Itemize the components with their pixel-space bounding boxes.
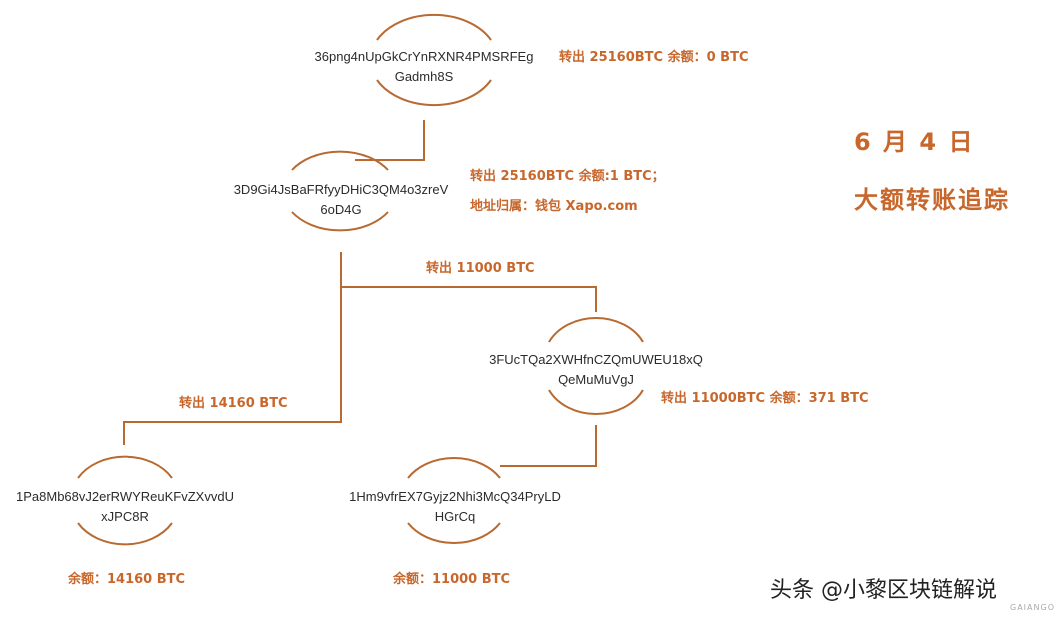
node-2-address-line1: 3D9Gi4JsBaFRfyyDHiC3QM4o3zreV — [233, 182, 449, 197]
watermark-small: GAIANGO — [1010, 603, 1055, 612]
node-1-address: 36png4nUpGkCrYnRXNR4PMSRFEg Gadmh8S — [284, 47, 564, 87]
node-4-bottom-arc — [77, 522, 173, 546]
node-4-address-line1: 1Pa8Mb68vJ2erRWYReuKFvZXvvdU — [16, 489, 234, 504]
node-2-owner-note: 地址归属：钱包 Xapo.com — [470, 199, 638, 214]
edge-n2-n3-label: 转出 11000 BTC — [426, 261, 535, 276]
node-2-bottom-arc — [291, 211, 389, 232]
node-5-address-line2: HGrCq — [434, 509, 476, 524]
edge-n2-n3 — [341, 286, 597, 312]
node-3-transfer-note: 转出 11000BTC 余额：371 BTC — [661, 391, 869, 406]
node-1-address-line2: Gadmh8S — [394, 69, 454, 84]
node-3-address-line1: 3FUcTQa2XWHfnCZQmUWEU18xQ — [489, 352, 703, 367]
node-2-address: 3D9Gi4JsBaFRfyyDHiC3QM4o3zreV 6oD4G — [206, 180, 476, 220]
node-5-top-arc — [407, 456, 501, 479]
node-1-top-arc — [376, 13, 492, 41]
node-2-transfer-note: 转出 25160BTC 余额:1 BTC； — [470, 169, 665, 184]
node-1-bottom-arc — [376, 79, 492, 107]
node-5-address-line1: 1Hm9vfrEX7Gyjz2Nhi3McQ34PryLD — [349, 489, 561, 504]
node-1-address-line1: 36png4nUpGkCrYnRXNR4PMSRFEg — [314, 49, 534, 64]
node-4-address: 1Pa8Mb68vJ2erRWYReuKFvZXvvdU xJPC8R — [0, 487, 250, 527]
node-5-address: 1Hm9vfrEX7Gyjz2Nhi3McQ34PryLD HGrCq — [325, 487, 585, 527]
node-4-address-line2: xJPC8R — [101, 509, 149, 524]
edge-n3-n5 — [500, 425, 597, 467]
edge-n2-n4 — [123, 287, 342, 445]
node-4-balance-note: 余额：14160 BTC — [68, 572, 186, 587]
watermark: 头条 @小黎区块链解说 — [770, 578, 997, 603]
node-2-top-arc — [291, 150, 389, 171]
node-5-bottom-arc — [407, 522, 501, 545]
node-3-address: 3FUcTQa2XWHfnCZQmUWEU18xQ QeMuMuVgJ — [466, 350, 726, 390]
node-3-bottom-arc — [548, 389, 644, 416]
node-1-transfer-note: 转出 25160BTC 余额：0 BTC — [559, 50, 749, 65]
edge-n2-n4-label: 转出 14160 BTC — [179, 396, 288, 411]
edge-n1-n2 — [355, 120, 425, 161]
node-5-balance-note: 余额：11000 BTC — [393, 572, 511, 587]
page-heading: 大额转账追踪 — [854, 186, 1010, 214]
node-3-address-line2: QeMuMuVgJ — [558, 372, 634, 387]
node-2-address-line2: 6oD4G — [320, 202, 362, 217]
node-3-top-arc — [548, 316, 644, 343]
node-4-top-arc — [77, 455, 173, 479]
date-title: 6 月 4 日 — [854, 128, 975, 156]
